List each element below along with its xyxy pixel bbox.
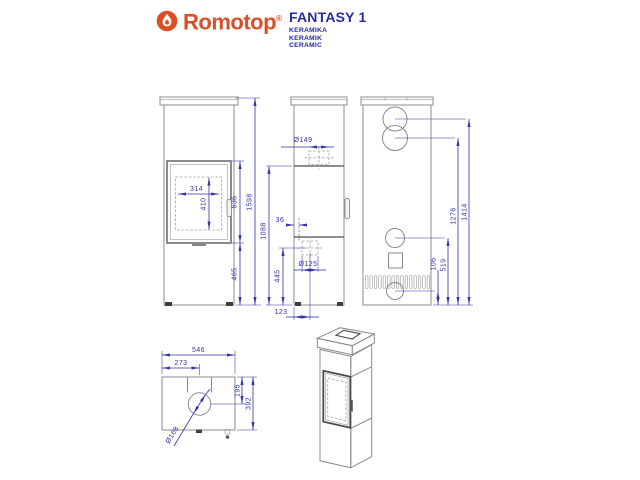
rear-view: 106 519 1276 1414 [360,96,473,306]
registered-mark: ® [276,14,282,23]
side-view: Ø149 36 1088 445 Ø125 123 [261,96,350,320]
stove-foot [295,302,301,306]
hinge-detail [224,429,231,435]
brand-text: Romotop® [183,8,282,35]
ventilation-slots [365,275,430,289]
model-title: FANTASY 1 [289,9,367,25]
flame-icon [156,10,178,31]
dim-outlet-center-height: 519 [441,258,448,271]
dim-glass-width: 314 [190,186,203,193]
door-handle [226,199,232,217]
stove-foot [165,302,172,306]
stove-foot [226,302,233,306]
dim-door-top-height: 1088 [261,222,268,239]
dim-rear-flue-center-height: 1276 [451,207,458,224]
dim-width: 546 [192,347,205,354]
hinge-pin [225,435,230,439]
front-view: 314 410 636 465 1598 [159,96,261,306]
dim-flue-diameter-top: Ø168 [165,425,181,445]
iso-door-glass [327,377,347,422]
subtitle-line: CERAMIC [289,42,323,50]
dim-intake-rear-offset: 123 [274,309,287,316]
iso-door-handle [350,399,353,412]
latch-detail [196,429,202,433]
dim-glass-height: 410 [201,197,208,210]
top-opening [334,329,362,340]
brand-word: Romotop [183,9,277,35]
dim-bottom-outlet-height: 106 [431,257,438,270]
title-block: FANTASY 1 KERAMIKA KERAMIK CERAMIC [289,9,367,50]
dim-intake-center-height: 445 [275,269,282,282]
door-glass [175,176,222,231]
dim-flue-center-from-front: 195 [235,384,242,397]
dim-flue-diameter: Ø149 [294,137,313,144]
dim-top-flue-center-height: 1414 [462,203,469,220]
dim-door-section-height: 636 [232,195,239,208]
iso-stove-door [322,369,352,429]
romotop-logo: Romotop® [156,8,282,35]
dim-flue-center-from-side: 273 [174,360,187,367]
flue-circle-top-view [187,392,212,416]
subtitle-line: KERAMIK [289,34,323,42]
dim-depth: 392 [246,397,253,410]
subtitle-line: KERAMIKA [289,27,328,34]
isometric-view [315,327,376,469]
dim-rear-offset: 36 [276,217,285,224]
dim-base-section-height: 465 [232,267,239,280]
dim-intake-diameter: Ø125 [299,261,318,268]
top-view: 546 273 195 392 Ø168 [161,347,257,447]
stove-foot [337,302,343,306]
dim-total-height: 1598 [247,193,254,210]
rear-access-panel [388,252,403,269]
door-handle-side [344,198,350,219]
